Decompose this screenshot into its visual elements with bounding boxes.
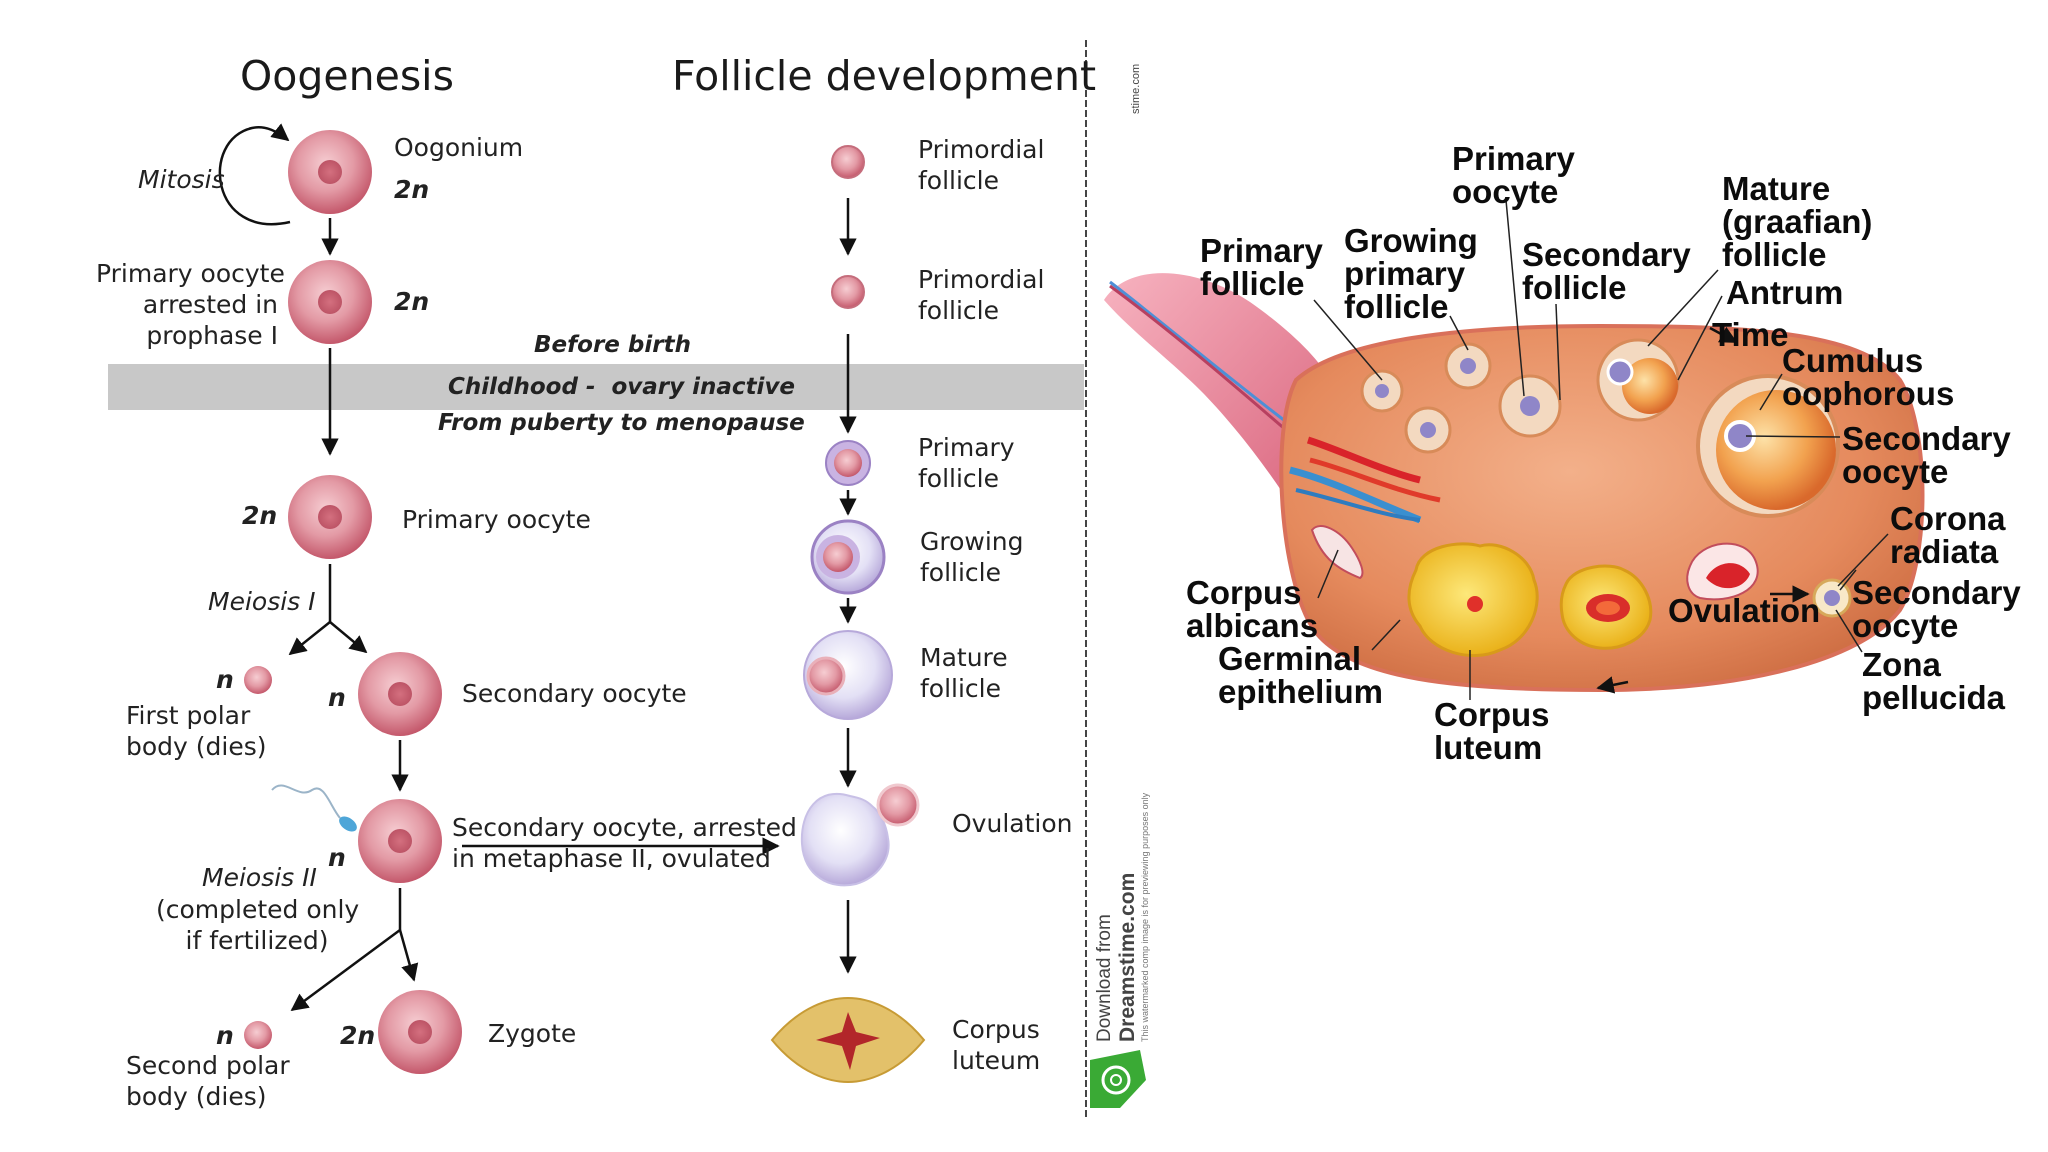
watermark-site: Dreamstime.com [1116,872,1139,1042]
primordial-follicle-1-label: Primordial follicle [918,135,1045,195]
label-corpus-albicans: Corpus albicans [1186,574,1319,644]
dreamstime-logo [1090,1050,1146,1108]
primary-oocyte-label: Primary oocyte [402,505,591,534]
ovulation-follicle [800,783,920,887]
primary-oocyte-arrested-cell [288,260,372,344]
primary-oocyte-ploidy: 2n [242,501,278,530]
childhood-band [108,364,1084,410]
zygote-ploidy: 2n [340,1021,376,1050]
label-corona-radiata: Corona radiata [1890,500,2006,570]
label-time: Time [1712,316,1789,353]
arrow [329,621,368,654]
ovulation-follicle-label: Ovulation [952,809,1073,838]
second-polar-label: Second polar body (dies) [126,1051,290,1111]
arrow [290,928,401,1012]
primordial-follicle-2-label: Primordial follicle [918,265,1045,325]
first-polar-label: First polar body (dies) [126,701,267,761]
mitosis-arrow [218,123,291,226]
label-secondary-oocyte-2: Secondary oocyte [1852,574,2021,644]
follicle-development-title: Follicle development [672,52,1097,100]
second-polar-ploidy: n [216,1021,234,1050]
watermark-fineprint: This watermarked comp image is for previ… [1140,792,1150,1042]
secondary-ploidy: n [328,683,346,712]
first-polar-ploidy: n [216,665,234,694]
oogonium-label: Oogonium [394,133,524,162]
label-cumulus: Cumulus oophorous [1782,342,1955,412]
watermark-top-credit: stime.com [1130,63,1142,114]
label-growing-primary-follicle: Growing primary follicle [1344,222,1478,325]
meiosis-ii-note: (completed only if fertilized) [156,895,360,955]
corpus-luteum-follicle-label: Corpus luteum [952,1015,1041,1075]
label-zona-pellucida: Zona pellucida [1862,646,2006,716]
second-polar-body [244,1021,272,1049]
arrow [398,929,419,982]
meiosis-i-label: Meiosis I [208,587,316,616]
corpus-luteum-shape [770,996,926,1084]
fallopian-tube [1104,273,1330,520]
oogenesis-title: Oogenesis [240,52,454,100]
label-germinal-epithelium: Germinal epithelium [1218,640,1384,710]
label-mature-follicle: Mature (graafian) follicle [1722,170,1873,273]
before-birth-label: Before birth [534,332,691,358]
primary-oocyte-arrested-label: Primary oocyte arrested in prophase I [96,259,285,350]
growing-follicle-label: Growing follicle [920,527,1024,587]
arrested-metaphase-note: Secondary oocyte, arrested in metaphase … [452,813,797,873]
primary-follicle-label: Primary follicle [918,433,1015,493]
childhood-label: Childhood - ovary inactive [448,374,796,400]
first-polar-body [244,666,272,694]
oogonium-cell [288,130,372,214]
primordial-follicle-2 [831,275,865,309]
zygote-cell [378,990,462,1074]
sperm-cell [271,784,357,832]
label-antrum: Antrum [1726,274,1844,311]
label-primary-follicle: Primary follicle [1200,232,1323,302]
zygote-label: Zygote [488,1019,577,1048]
oogonium-ploidy: 2n [394,175,430,204]
label-ovulation: Ovulation [1668,592,1821,629]
label-primary-oocyte: Primary oocyte [1452,140,1575,210]
secondary-oocyte-label: Secondary oocyte [462,679,687,708]
primary-follicle [825,440,871,486]
label-secondary-oocyte-1: Secondary oocyte [1842,420,2011,490]
mitosis-label: Mitosis [138,165,225,194]
puberty-label: From puberty to menopause [438,410,805,436]
arrow [288,621,331,656]
meiosis-ii-label: Meiosis II [202,863,317,892]
primordial-follicle-1 [831,145,865,179]
mature-follicle [803,630,893,720]
label-corpus-luteum: Corpus luteum [1434,696,1550,766]
leader-lines [1313,199,1889,700]
ovary-illustration [1104,273,1925,694]
secondary-oocyte-cell [358,652,442,736]
primary-oocyte-cell [288,475,372,559]
ovulated-ploidy: n [328,843,346,872]
ovulated-oocyte-cell [358,799,442,883]
watermark-download-from: Download from [1094,914,1115,1042]
growing-follicle [810,519,886,595]
primary-arrested-ploidy: 2n [394,287,430,316]
label-secondary-follicle: Secondary follicle [1522,236,1691,306]
mature-follicle-label: Mature follicle [920,643,1008,703]
